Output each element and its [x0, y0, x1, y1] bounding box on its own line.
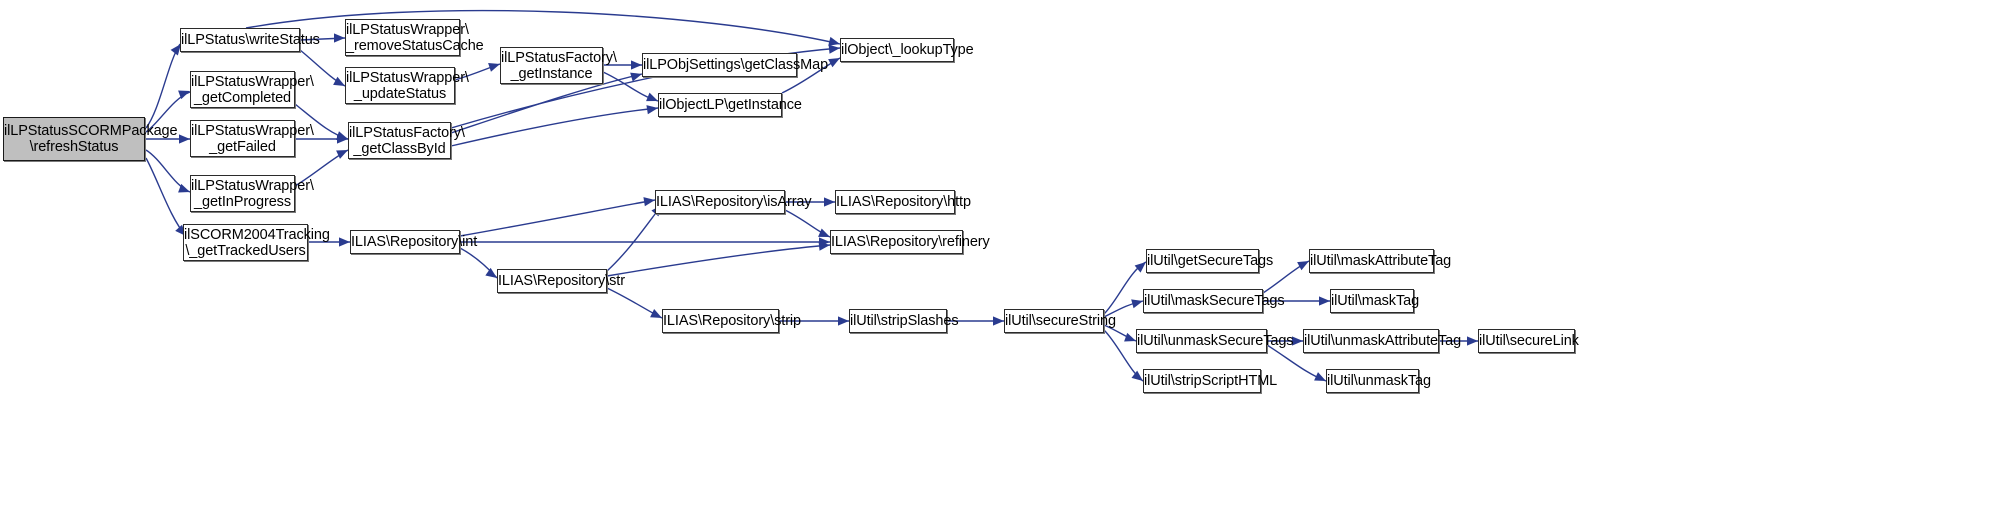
graph-node-label: ILIAS\Repository\int: [351, 234, 478, 250]
graph-node-label: ilUtil\unmaskAttributeTag: [1304, 333, 1462, 349]
graph-node-removeCache[interactable]: ilLPStatusWrapper\ _removeStatusCache: [345, 19, 484, 56]
graph-node-repoHttp[interactable]: ILIAS\Repository\http: [835, 190, 971, 214]
graph-node-maskSecureTags[interactable]: ilUtil\maskSecureTags: [1143, 289, 1285, 313]
graph-node-label: ilLPStatusWrapper\ _getFailed: [191, 122, 314, 155]
graph-node-getInstanceF[interactable]: ilLPStatusFactory\ _getInstance: [500, 47, 617, 84]
graph-node-getCompleted[interactable]: ilLPStatusWrapper\ _getCompleted: [190, 71, 314, 108]
graph-node-objectLPinst[interactable]: ilObjectLP\getInstance: [658, 93, 802, 117]
graph-node-label: ilSCORM2004Tracking \_getTrackedUsers: [184, 226, 330, 259]
graph-node-getSecureTags[interactable]: ilUtil\getSecureTags: [1146, 249, 1274, 273]
graph-node-repoRefinery[interactable]: ILIAS\Repository\refinery: [830, 230, 990, 254]
graph-node-maskTag[interactable]: ilUtil\maskTag: [1330, 289, 1420, 313]
graph-node-unmaskTag[interactable]: ilUtil\unmaskTag: [1326, 369, 1431, 393]
graph-node-getInProgress[interactable]: ilLPStatusWrapper\ _getInProgress: [190, 175, 314, 212]
graph-edge-root-to-writeStatus: [145, 43, 181, 129]
graph-edge-writeStatus-to-lookupType: [245, 9, 841, 46]
graph-edge-repoInt-to-repoStr: [459, 247, 498, 279]
graph-node-secureString[interactable]: ilUtil\secureString: [1004, 309, 1116, 333]
graph-node-label: ilUtil\unmaskSecureTags: [1137, 333, 1294, 349]
graph-node-label: ilObjectLP\getInstance: [659, 97, 802, 113]
graph-node-getClassMap[interactable]: ilLPObjSettings\getClassMap: [642, 53, 829, 77]
graph-node-lookupType[interactable]: ilObject\_lookupType: [840, 38, 974, 62]
graph-node-repoStrip[interactable]: ILIAS\Repository\strip: [662, 309, 802, 333]
graph-node-label: ilObject\_lookupType: [841, 42, 974, 58]
graph-node-label: ilUtil\maskAttributeTag: [1310, 253, 1452, 269]
graph-node-root[interactable]: ilLPStatusSCORMPackage \refreshStatus: [3, 117, 178, 161]
graph-node-label: ilUtil\secureString: [1005, 313, 1116, 329]
graph-node-label: ilLPStatusSCORMPackage \refreshStatus: [4, 123, 178, 155]
graph-edge-getClassById-to-objectLPinst: [450, 105, 659, 147]
graph-node-label: ilUtil\unmaskTag: [1327, 373, 1431, 389]
graph-node-label: ilUtil\stripScriptHTML: [1144, 373, 1278, 389]
graph-edge-root-to-getInProgress: [145, 149, 191, 193]
graph-node-label: ILIAS\Repository\refinery: [831, 234, 990, 250]
graph-node-label: ilUtil\getSecureTags: [1147, 253, 1274, 269]
graph-node-label: ilLPStatusWrapper\ _removeStatusCache: [346, 21, 484, 54]
graph-node-label: ILIAS\Repository\isArray: [656, 194, 812, 210]
graph-edge-repoInt-to-repoRefinery: [460, 237, 830, 247]
graph-node-label: ilLPStatusWrapper\ _getInProgress: [191, 177, 314, 210]
graph-node-label: ilLPStatus\writeStatus: [181, 32, 320, 48]
graph-node-stripScriptHTML[interactable]: ilUtil\stripScriptHTML: [1143, 369, 1278, 393]
graph-node-label: ilLPStatusFactory\ _getClassById: [349, 124, 465, 157]
graph-node-label: ilLPObjSettings\getClassMap: [643, 57, 829, 73]
graph-node-writeStatus[interactable]: ilLPStatus\writeStatus: [180, 28, 320, 52]
graph-node-label: ilUtil\maskTag: [1331, 293, 1420, 309]
graph-node-label: ilUtil\secureLink: [1479, 333, 1579, 349]
graph-node-getTrackedUsers[interactable]: ilSCORM2004Tracking \_getTrackedUsers: [183, 224, 330, 261]
graph-node-repoIsArray[interactable]: ILIAS\Repository\isArray: [655, 190, 812, 214]
graph-node-label: ilLPStatusFactory\ _getInstance: [501, 49, 617, 82]
graph-edge-repoStr-to-repoStrip: [606, 287, 663, 319]
graph-node-updateStatus[interactable]: ilLPStatusWrapper\ _updateStatus: [345, 67, 469, 104]
graph-node-label: ILIAS\Repository\http: [836, 194, 971, 210]
graph-edge-repoInt-to-repoIsArray: [459, 197, 656, 237]
graph-edge-repoStr-to-repoRefinery: [606, 241, 831, 277]
graph-edge-repoIsArray-to-repoRefinery: [784, 209, 831, 238]
graph-node-repoInt[interactable]: ILIAS\Repository\int: [350, 230, 478, 254]
graph-node-label: ILIAS\Repository\str: [498, 273, 625, 289]
graph-node-stripSlashes[interactable]: ilUtil\stripSlashes: [849, 309, 959, 333]
graph-node-unmaskSecureTags[interactable]: ilUtil\unmaskSecureTags: [1136, 329, 1294, 353]
graph-node-label: ilLPStatusWrapper\ _updateStatus: [346, 69, 469, 102]
graph-node-secureLink[interactable]: ilUtil\secureLink: [1478, 329, 1579, 353]
graph-node-label: ilUtil\maskSecureTags: [1144, 293, 1285, 309]
graph-node-label: ilUtil\stripSlashes: [850, 313, 959, 329]
graph-node-label: ilLPStatusWrapper\ _getCompleted: [191, 73, 314, 106]
graph-node-maskAttributeTag[interactable]: ilUtil\maskAttributeTag: [1309, 249, 1452, 273]
graph-node-repoStr[interactable]: ILIAS\Repository\str: [497, 269, 625, 293]
graph-node-label: ILIAS\Repository\strip: [663, 313, 802, 329]
graph-node-getClassById[interactable]: ilLPStatusFactory\ _getClassById: [348, 122, 465, 159]
graph-node-getFailed[interactable]: ilLPStatusWrapper\ _getFailed: [190, 120, 314, 157]
graph-node-unmaskAttrTag[interactable]: ilUtil\unmaskAttributeTag: [1303, 329, 1462, 353]
